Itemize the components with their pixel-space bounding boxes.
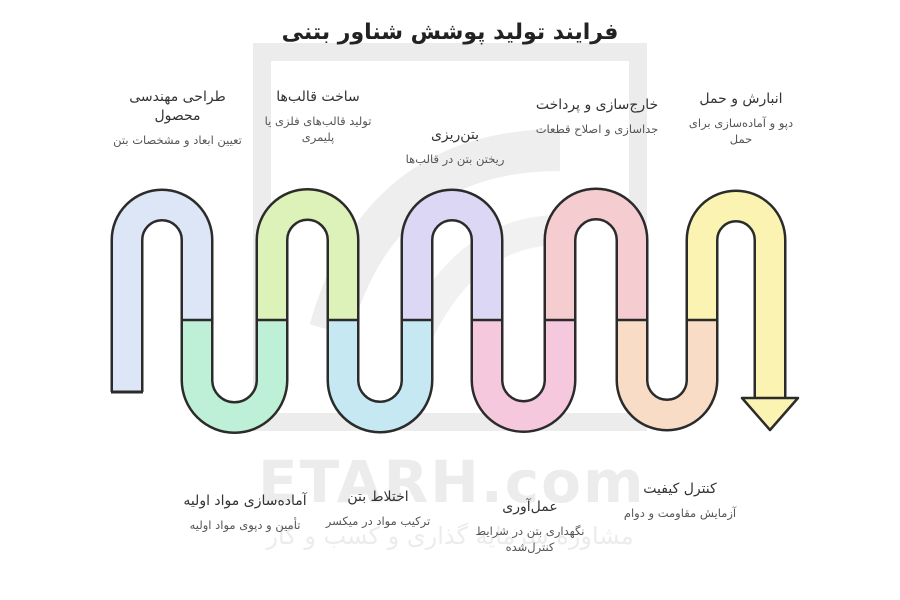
path-segment-step-9	[688, 192, 784, 398]
step-8-title: کنترل کیفیت	[643, 481, 717, 497]
step-1-title: طراحی مهندسی محصول	[129, 89, 226, 124]
step-9-title: انبارش و حمل	[699, 91, 783, 107]
step-5-label: بتن‌ریزی ریختن بتن در قالب‌ها	[390, 126, 520, 167]
step-8-desc: آزمایش مقاومت و دوام	[623, 506, 737, 520]
arrow-head-icon	[740, 396, 800, 432]
path-segment-step-3	[258, 190, 357, 320]
watermark-brand: ETARH.com	[258, 448, 646, 516]
step-9-label: انبارش و حمل دپو و آماده‌سازی برای حمل	[676, 90, 806, 147]
step-6-desc: نگهداری بتن در شرایط کنترل‌شده	[475, 524, 585, 554]
step-5-title: بتن‌ریزی	[430, 127, 480, 143]
step-1-desc: تعیین ابعاد و مشخصات بتن	[113, 133, 242, 147]
step-2-desc: تأمین و دپوی مواد اولیه	[189, 518, 301, 532]
step-3-title: ساخت قالب‌ها	[276, 89, 360, 105]
step-7-label: خارج‌سازی و پرداخت جداسازی و اصلاح قطعات	[522, 96, 672, 137]
step-7-title: خارج‌سازی و پرداخت	[535, 97, 659, 113]
step-3-desc: تولید قالب‌های فلزی یا پلیمری	[264, 114, 372, 144]
path-segment-step-4	[329, 320, 431, 431]
path-outline	[110, 187, 787, 434]
step-9-desc: دپو و آماده‌سازی برای حمل	[688, 116, 794, 146]
step-7-desc: جداسازی و اصلاح قطعات	[535, 122, 659, 136]
step-1-label: طراحی مهندسی محصول تعیین ابعاد و مشخصات …	[110, 88, 245, 148]
path-segment-step-5	[403, 191, 501, 320]
step-8-label: کنترل کیفیت آزمایش مقاومت و دوام	[610, 480, 750, 521]
step-2-title: آماده‌سازی مواد اولیه	[183, 493, 307, 509]
path-segment-step-2	[183, 320, 286, 432]
diagram-title: فرایند تولید پوشش شناور بتنی	[281, 20, 619, 45]
step-5-desc: ریختن بتن در قالب‌ها	[405, 152, 505, 166]
step-4-title: اختلاط بتن	[347, 489, 409, 505]
step-4-desc: ترکیب مواد در میکسر	[325, 514, 431, 528]
path-segment-step-7	[546, 190, 646, 320]
step-3-label: ساخت قالب‌ها تولید قالب‌های فلزی یا پلیم…	[248, 88, 388, 145]
path-segment-step-8	[618, 320, 716, 429]
path-segment-step-6	[473, 320, 574, 431]
step-4-label: اختلاط بتن ترکیب مواد در میکسر	[318, 488, 438, 529]
step-6-label: عمل‌آوری نگهداری بتن در شرایط کنترل‌شده	[470, 498, 590, 555]
step-6-title: عمل‌آوری	[502, 499, 558, 515]
step-2-label: آماده‌سازی مواد اولیه تأمین و دپوی مواد …	[170, 492, 320, 533]
path-segment-step-1	[113, 191, 211, 392]
watermark-tagline: مشاوره سرمایه گذاری و کسب و کار	[266, 522, 634, 550]
